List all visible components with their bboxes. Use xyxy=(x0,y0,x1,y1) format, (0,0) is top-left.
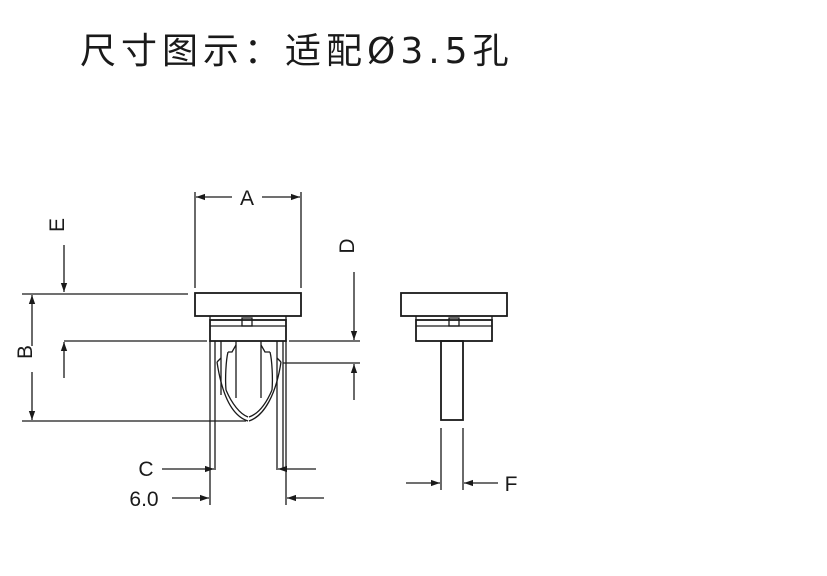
front-view: A E B D C xyxy=(14,187,360,511)
label-d: D xyxy=(336,238,359,253)
side-view: F xyxy=(400,292,517,496)
label-b: B xyxy=(14,345,37,359)
dimension-e: E xyxy=(22,218,207,378)
dimension-six: 6.0 xyxy=(129,341,324,511)
dimension-d: D xyxy=(283,238,360,400)
side-shaft xyxy=(440,340,464,421)
label-f: F xyxy=(505,473,518,496)
front-head xyxy=(194,292,302,317)
label-c: C xyxy=(138,458,153,481)
diagram-title: 尺寸图示：适配Ø3.5孔 xyxy=(80,31,514,72)
label-six: 6.0 xyxy=(129,488,158,511)
dimension-f: F xyxy=(406,473,517,496)
side-collar xyxy=(415,319,493,342)
front-legs xyxy=(214,341,284,470)
dimension-c: C xyxy=(138,458,316,481)
front-collar xyxy=(209,319,287,342)
side-head xyxy=(400,292,508,317)
dimension-a: A xyxy=(194,187,302,288)
label-a: A xyxy=(240,187,254,210)
label-e: E xyxy=(46,218,69,232)
dimension-b: B xyxy=(14,295,246,422)
